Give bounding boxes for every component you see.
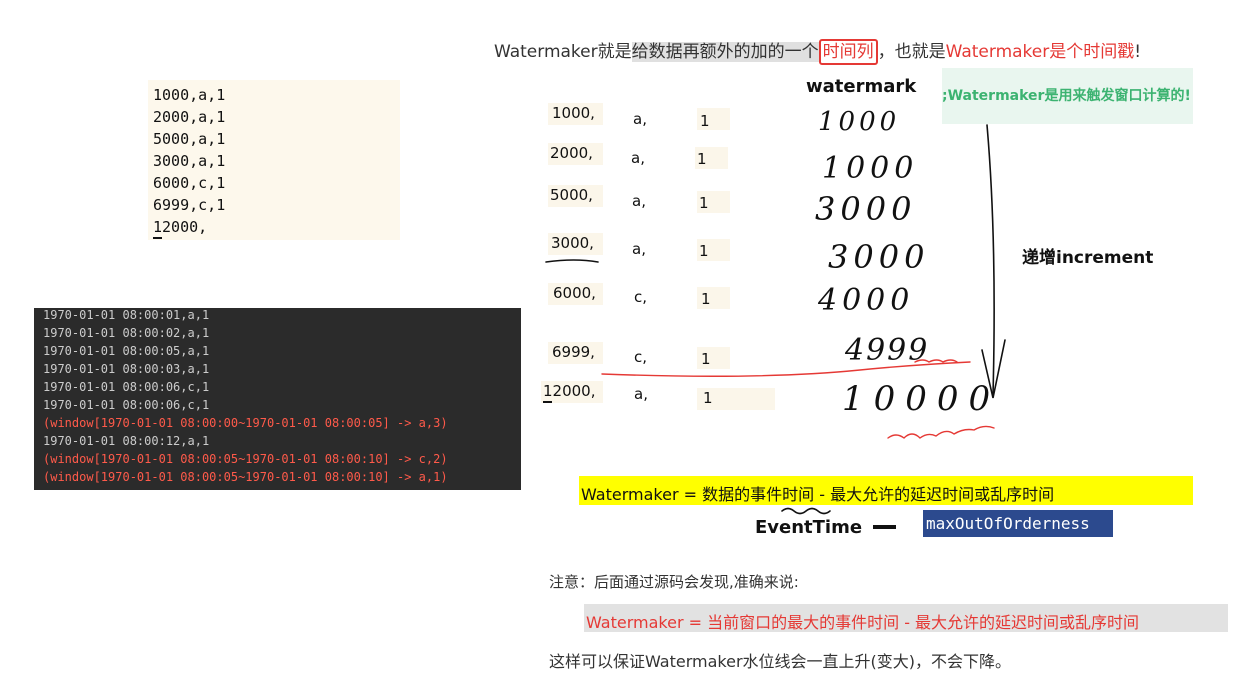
row-timestamp: 3000, [551, 234, 594, 252]
cell-bg [541, 381, 603, 403]
cell-bg [548, 233, 603, 255]
text-cursor [153, 237, 162, 239]
row-value: 1 [701, 350, 711, 368]
input-line: 3000,a,1 [153, 152, 226, 170]
watermark-label: watermark [806, 76, 917, 97]
input-line: 5000,a,1 [153, 130, 226, 148]
row-key: a, [632, 240, 646, 258]
input-line: 1000,a,1 [153, 86, 226, 104]
title-timestamp: Watermaker是个时间戳 [945, 42, 1135, 62]
input-line: 12000, [153, 218, 208, 236]
event-time-label: EventTime [755, 517, 863, 538]
note-text: 注意：后面通过源码会发现,准确来说: [549, 573, 799, 591]
wavy-underline [781, 507, 831, 515]
red-wavy-line [914, 359, 958, 363]
max-out-of-orderness-label: maxOutOfOrderness [923, 510, 1113, 537]
row-key: c, [634, 288, 648, 306]
title-part-1: Watermaker就是 [494, 42, 632, 62]
row-timestamp: 12000, [543, 382, 596, 400]
watermark-formula: Watermaker = 数据的事件时间 - 最大允许的延迟时间或乱序时间 [581, 481, 1054, 505]
handwritten-value: 10000 [842, 379, 1000, 419]
row-value: 1 [697, 150, 707, 168]
input-data-block: 1000,a,1 2000,a,1 5000,a,1 3000,a,1 6000… [148, 80, 400, 240]
row-key: a, [632, 192, 646, 210]
input-line: 2000,a,1 [153, 108, 226, 126]
console-line: 1970-01-01 08:00:06,c,1 [43, 398, 210, 412]
formula-part: Watermaker = [581, 485, 703, 504]
cell-bg [548, 342, 603, 364]
row-value: 1 [700, 112, 710, 130]
console-line: 1970-01-01 08:00:02,a,1 [43, 326, 210, 340]
text-cursor [543, 401, 552, 403]
cell-bg [697, 287, 730, 309]
console-line: 1970-01-01 08:00:06,c,1 [43, 380, 210, 394]
formula-event-time: 数据的事件时间 [702, 485, 815, 504]
handwritten-value: 3000 [828, 238, 929, 276]
input-line: 6999,c,1 [153, 196, 226, 214]
row-key: c, [634, 348, 648, 366]
row-value: 1 [699, 194, 709, 212]
console-line: 1970-01-01 08:00:05,a,1 [43, 344, 210, 358]
cell-bg [548, 283, 603, 305]
cell-bg [695, 147, 728, 169]
row-key: a, [633, 110, 647, 128]
console-line: (window[1970-01-01 08:00:00~1970-01-01 0… [43, 416, 448, 430]
row-timestamp: 6999, [552, 343, 595, 361]
cell-bg [548, 103, 603, 125]
cell-bg [697, 191, 730, 213]
cell-bg [697, 108, 730, 130]
increment-line [986, 124, 995, 396]
handwritten-value: 4999 [844, 333, 929, 368]
console-line: (window[1970-01-01 08:00:05~1970-01-01 0… [43, 470, 448, 484]
title-time-column: 时间列 [818, 39, 878, 65]
cell-bg [548, 143, 603, 165]
red-separator-line [601, 361, 971, 377]
increment-label: 递增increment [1022, 248, 1154, 268]
page-title: Watermaker就是给数据再额外的加的一个时间列，也就是Watermaker… [494, 37, 1142, 65]
handwritten-value: 3000 [815, 190, 916, 228]
handwritten-value: 4000 [817, 283, 914, 318]
row-key: a, [631, 149, 645, 167]
console-line: 1970-01-01 08:00:01,a,1 [43, 308, 210, 322]
cell-bg [697, 239, 730, 261]
input-line: 6000,c,1 [153, 174, 226, 192]
red-wavy-line [887, 425, 995, 439]
row-timestamp: 2000, [550, 144, 593, 162]
console-line: 1970-01-01 08:00:03,a,1 [43, 362, 210, 376]
handwritten-value: 1000 [822, 151, 918, 186]
row-timestamp: 5000, [550, 186, 593, 204]
title-part-4: ，也就是 [877, 42, 946, 62]
row-timestamp: 6000, [553, 284, 596, 302]
console-line: (window[1970-01-01 08:00:05~1970-01-01 0… [43, 452, 448, 466]
arrow-head-icon [981, 339, 1006, 399]
title-part-2: 给数据再额外的加的一个 [631, 42, 819, 62]
cell-bg [548, 185, 603, 207]
cell-bg [697, 347, 730, 369]
trigger-note-text: ;Watermaker是用来触发窗口计算的! [942, 88, 1191, 104]
console-output: 1970-01-01 08:00:01,a,1 1970-01-01 08:00… [34, 308, 521, 490]
row-value: 1 [699, 242, 709, 260]
formula-part: - 最大允许的延迟时间或乱序时间 [814, 485, 1055, 504]
row-timestamp: 1000, [552, 104, 595, 122]
minus-sign [873, 525, 896, 529]
title-part-6: ! [1134, 42, 1142, 62]
cell-bg [697, 388, 775, 410]
console-line: 1970-01-01 08:00:12,a,1 [43, 434, 210, 448]
handwritten-value: 1000 [818, 107, 900, 137]
trigger-note-banner [942, 68, 1193, 124]
underline-stroke [545, 259, 599, 263]
accurate-formula-highlight [584, 604, 1228, 632]
conclusion-text: 这样可以保证Watermaker水位线会一直上升(变大)，不会下降。 [549, 652, 1012, 671]
row-value: 1 [703, 389, 713, 407]
formula-highlight [579, 476, 1193, 505]
accurate-formula: Watermaker = 当前窗口的最大的事件时间 - 最大允许的延迟时间或乱序… [586, 613, 1140, 632]
row-key: a, [634, 385, 648, 403]
row-value: 1 [701, 290, 711, 308]
